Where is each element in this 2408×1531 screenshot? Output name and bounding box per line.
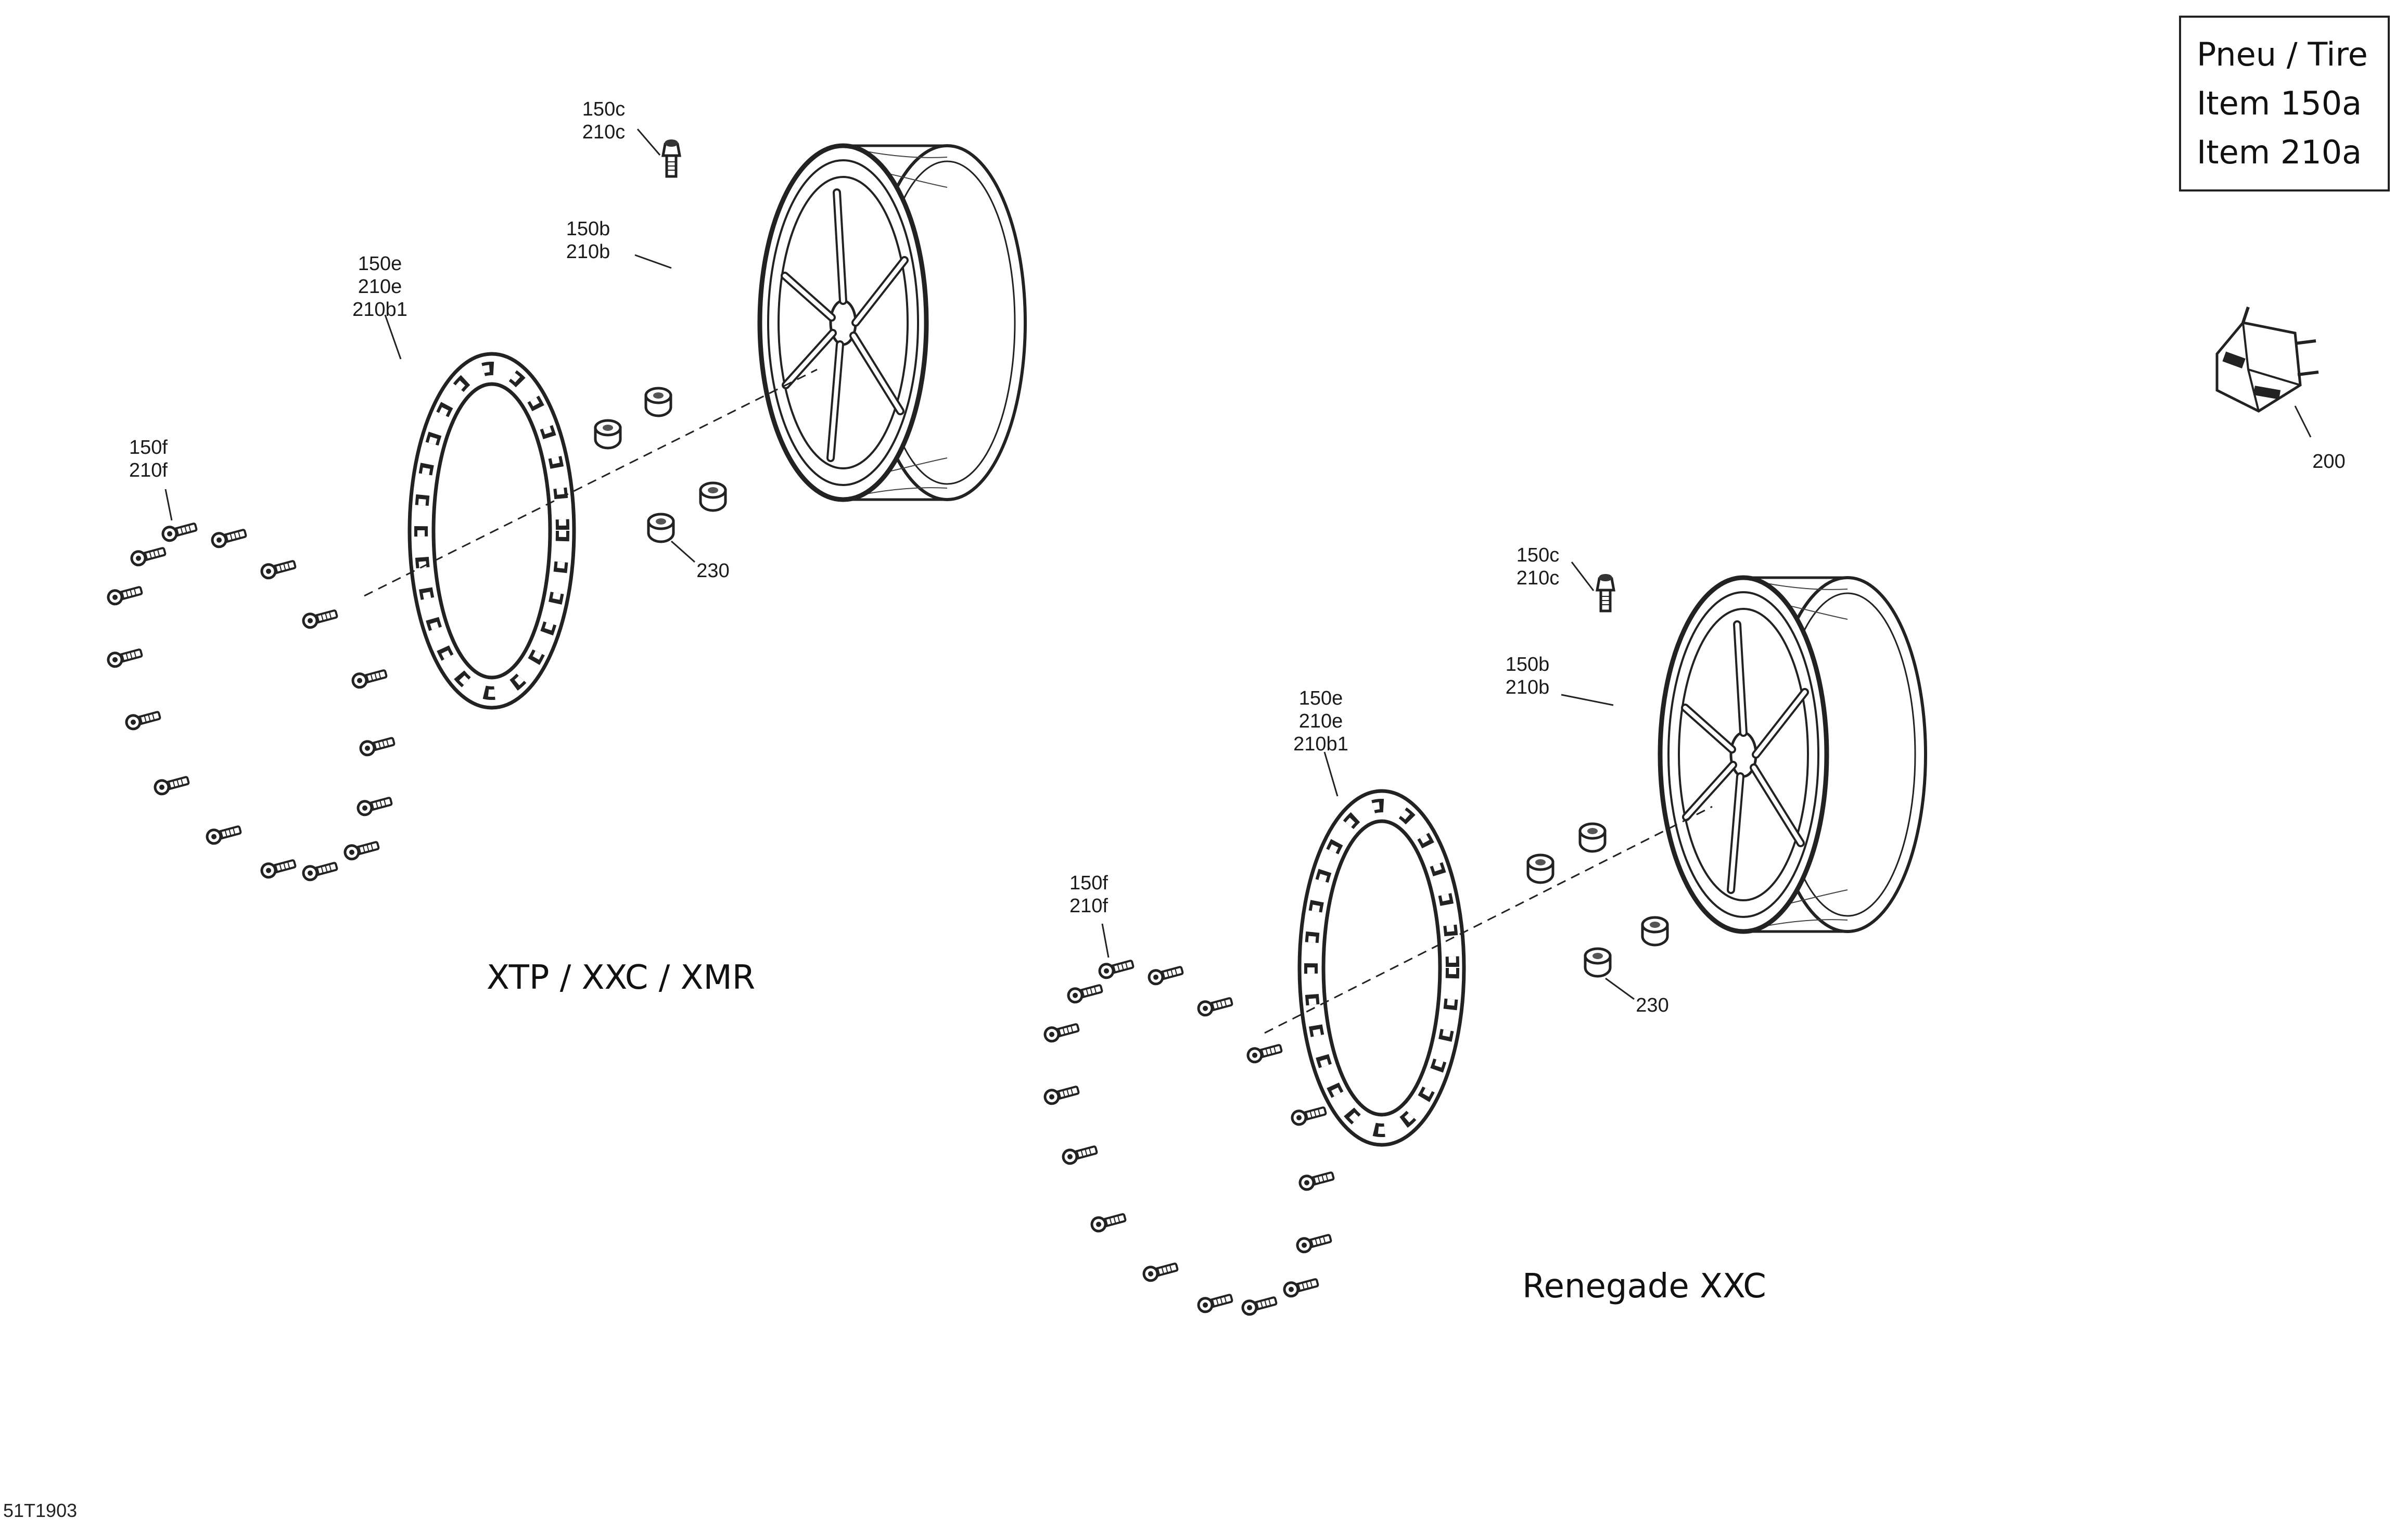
right-bead-ring <box>1299 791 1464 1145</box>
callout-part-number: 150b <box>1505 654 1550 675</box>
callout-part-number: 150e <box>1298 687 1343 709</box>
callout-part-number: 210b <box>1505 677 1550 698</box>
callout-part-number: 150b <box>566 218 610 240</box>
callout-part-number: 210c <box>582 121 626 143</box>
model-label-left: XTP / XXC / XMR <box>487 959 756 997</box>
left-bolts <box>107 520 396 882</box>
callout-part-number: 210b1 <box>352 299 407 321</box>
callout-part-number: 150c <box>582 98 626 120</box>
left-ring-callout: 150e 210e 210b1 <box>346 252 414 321</box>
callout-part-number: 150e <box>358 253 402 275</box>
callout-part-number: 210e <box>358 276 402 298</box>
callout-part-number: 150f <box>1069 872 1108 894</box>
callout-part-number: 200 <box>2312 451 2346 473</box>
right-leader-lines <box>1101 562 1713 1034</box>
left-wheel-callout: 150b 210b <box>557 218 619 263</box>
callout-part-number: 230 <box>696 560 730 582</box>
callout-part-number: 210b <box>566 241 610 263</box>
right-valve-stem <box>1597 574 1614 611</box>
drawing-number: 51T1903 <box>3 1500 78 1521</box>
right-bolts <box>1043 958 1335 1316</box>
tire-legend-line: Item 210a <box>2197 133 2362 171</box>
left-nuts <box>595 388 725 542</box>
tire-legend-line: Pneu / Tire <box>2197 35 2368 73</box>
right-nuts <box>1528 824 1667 976</box>
tire-legend-box: Pneu / Tire Item 150a Item 210a <box>2179 16 2390 192</box>
callout-part-number: 210b1 <box>1293 733 1348 755</box>
model-label-right: Renegade XXC <box>1522 1267 1766 1306</box>
left-valve-stem <box>663 139 680 176</box>
callout-part-number: 230 <box>1636 994 1669 1016</box>
hub-cap-leader <box>2294 405 2312 438</box>
callout-part-number: 150c <box>1516 544 1560 566</box>
right-valve-callout: 150c 210c <box>1509 544 1566 590</box>
left-leader-lines <box>164 129 818 597</box>
callout-part-number: 210f <box>129 460 168 481</box>
right-wheel-callout: 150b 210b <box>1496 653 1559 699</box>
callout-part-number: 210e <box>1298 710 1343 732</box>
callout-part-number: 210f <box>1069 895 1108 917</box>
left-bolts-callout: 150f 210f <box>122 436 174 482</box>
right-bolts-callout: 150f 210f <box>1063 872 1115 917</box>
right-nut-callout: 230 <box>1632 994 1673 1017</box>
callout-part-number: 210c <box>1516 567 1560 589</box>
left-valve-callout: 150c 210c <box>575 98 632 144</box>
tire-legend-line: Item 150a <box>2197 84 2362 122</box>
left-nut-callout: 230 <box>692 559 734 582</box>
hub-cap <box>2215 307 2319 413</box>
left-bead-ring <box>410 354 574 708</box>
right-ring-callout: 150e 210e 210b1 <box>1287 687 1355 756</box>
callout-part-number: 150f <box>129 437 168 458</box>
left-wheel <box>760 146 1025 500</box>
right-wheel <box>1660 578 1926 932</box>
hub-cap-callout: 200 <box>2308 450 2350 473</box>
